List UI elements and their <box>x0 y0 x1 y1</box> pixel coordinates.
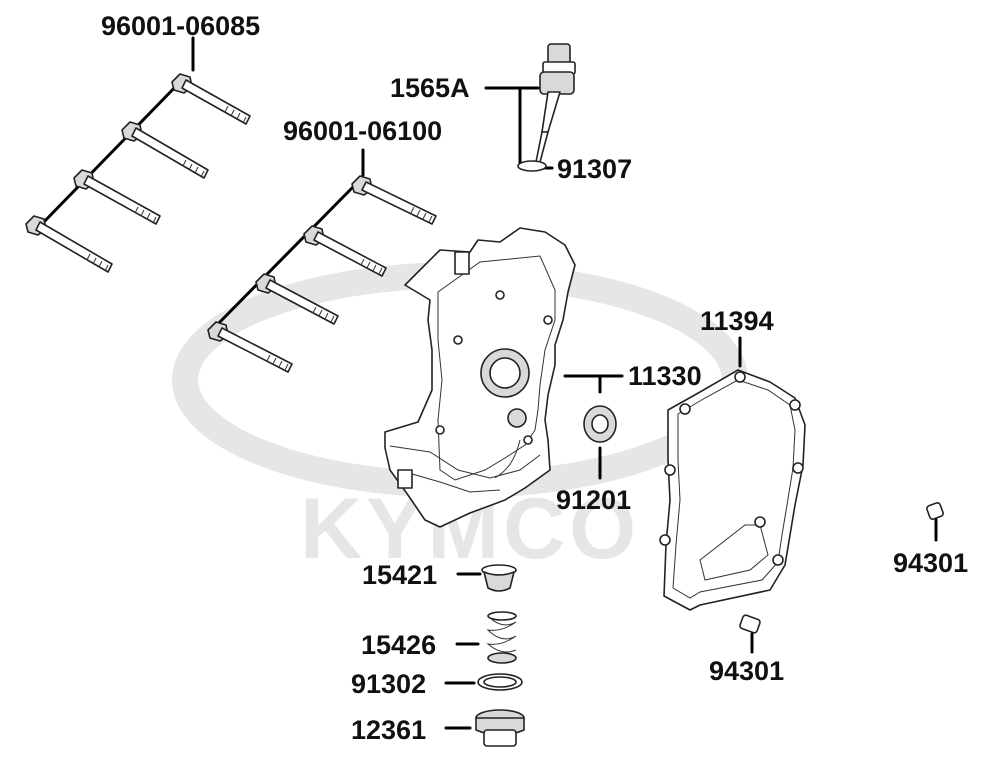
label-spring: 15426 <box>361 630 436 660</box>
label-cover: 11330 <box>628 361 702 391</box>
dowel-pin-right <box>926 502 944 542</box>
label-bolt-long: 96001-06085 <box>101 11 260 41</box>
bolt <box>351 175 437 225</box>
strainer <box>456 564 517 592</box>
bolt <box>171 73 251 125</box>
label-dipstick-oring: 91307 <box>557 154 632 184</box>
bolt <box>207 321 293 373</box>
spring <box>455 611 517 664</box>
oil-seal <box>583 405 617 480</box>
label-oil-seal: 91201 <box>556 485 631 515</box>
dowel-pin-bottom <box>739 614 761 654</box>
bolt-set-long <box>25 36 251 273</box>
label-gasket: 11394 <box>700 306 774 336</box>
label-dowel-bottom: 94301 <box>709 656 784 686</box>
gasket <box>659 336 806 611</box>
dipstick <box>484 43 576 172</box>
label-strainer: 15421 <box>362 560 437 590</box>
drain-o-ring <box>444 673 523 691</box>
bolt <box>255 273 339 325</box>
label-drain-plug: 12361 <box>351 715 426 745</box>
bolt <box>25 215 113 273</box>
bolt <box>73 169 161 225</box>
drain-plug <box>444 709 525 747</box>
bolt <box>303 225 387 277</box>
crankcase-cover <box>384 227 624 528</box>
label-dowel-right: 94301 <box>893 548 968 578</box>
bolt <box>121 121 209 179</box>
bolt-set-short <box>207 148 437 373</box>
label-dipstick: 1565A <box>390 73 470 103</box>
label-drain-oring: 91302 <box>351 669 426 699</box>
label-bolt-short: 96001-06100 <box>283 116 442 146</box>
